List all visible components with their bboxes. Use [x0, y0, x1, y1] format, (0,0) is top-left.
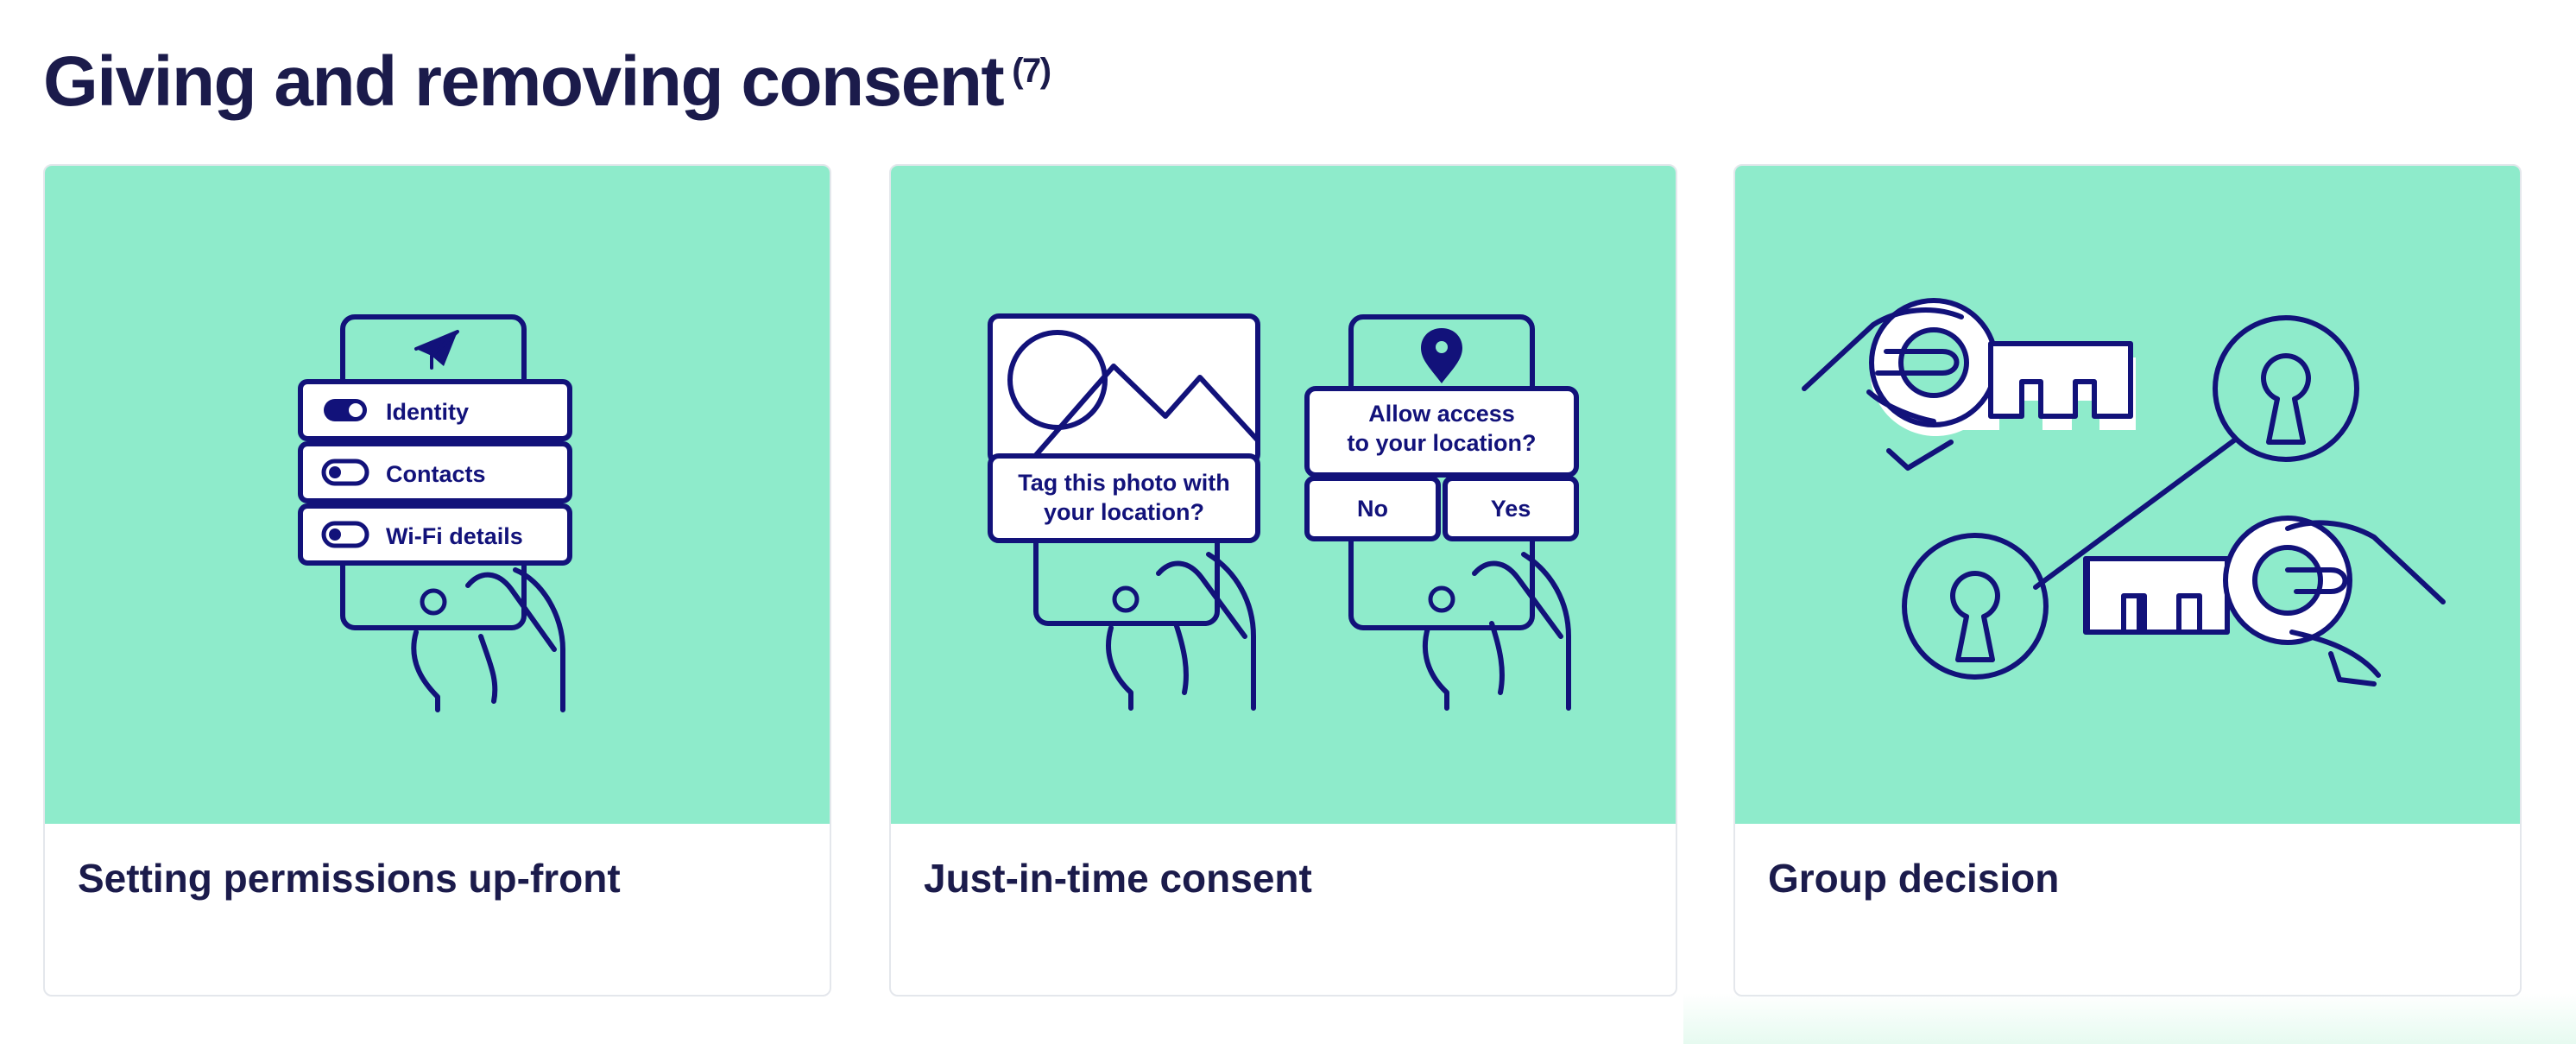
key-icon	[1869, 298, 2136, 436]
keyhole-icon	[1902, 533, 2049, 680]
location-pin-icon	[1421, 328, 1462, 383]
dialog-prompt-line: Allow access	[1368, 401, 1515, 427]
dialog-prompt-line: to your location?	[1348, 430, 1537, 456]
paper-plane-icon	[414, 330, 459, 370]
card-illustration: Tag this photo with your location? Allow…	[891, 166, 1676, 824]
card-group-decision[interactable]: Group decision	[1733, 164, 2522, 997]
card-title[interactable]: Group decision	[1768, 856, 2060, 901]
photo-prompt-line: your location?	[1044, 499, 1204, 525]
toggle-off-icon	[321, 459, 369, 486]
permission-label: Identity	[386, 399, 469, 425]
card-title[interactable]: Setting permissions up-front	[78, 856, 621, 901]
hand-icon	[513, 567, 565, 712]
yes-label: Yes	[1491, 496, 1531, 522]
hand-icon	[1521, 552, 1571, 711]
hand-icon	[1802, 307, 1964, 391]
section-title: Giving and removing consent(7)	[43, 41, 1051, 123]
no-button	[1304, 476, 1441, 541]
permission-row-wifi	[298, 503, 572, 566]
card-setting-permissions[interactable]: Identity Contacts Wi-Fi details Setting …	[43, 164, 831, 997]
keyhole-icon	[2213, 315, 2359, 462]
mountain-icon	[1033, 364, 1260, 458]
just-in-time-illustration: Tag this photo with your location? Allow…	[988, 313, 1579, 711]
hand-icon	[1206, 552, 1256, 711]
card-just-in-time-consent[interactable]: Tag this photo with your location? Allow…	[889, 164, 1677, 997]
permission-row-identity	[298, 379, 572, 441]
key-icon	[2083, 516, 2352, 645]
bottom-glow	[1683, 993, 2576, 1044]
home-button-icon	[420, 588, 447, 616]
group-decision-illustration	[1802, 298, 2446, 687]
permission-row-contacts	[298, 441, 572, 503]
permission-label: Contacts	[386, 461, 486, 487]
home-button-icon	[1112, 585, 1140, 613]
photo-prompt-line: Tag this photo with	[1018, 470, 1229, 496]
yes-button	[1443, 476, 1579, 541]
toggle-off-icon	[321, 521, 369, 548]
card-title[interactable]: Just-in-time consent	[924, 856, 1312, 901]
section-title-text: Giving and removing consent	[43, 42, 1005, 121]
home-button-icon	[1428, 585, 1455, 613]
section-count: (7)	[1012, 52, 1051, 90]
location-dialog	[1304, 386, 1579, 478]
hand-icon	[2285, 520, 2446, 604]
card-illustration: Identity Contacts Wi-Fi details	[45, 166, 830, 824]
photo-prompt-box	[988, 453, 1260, 543]
card-illustration	[1735, 166, 2520, 824]
no-label: No	[1357, 496, 1388, 522]
permission-label: Wi-Fi details	[386, 523, 523, 549]
permissions-illustration: Identity Contacts Wi-Fi details	[298, 314, 572, 712]
connection-line	[2033, 438, 2237, 590]
